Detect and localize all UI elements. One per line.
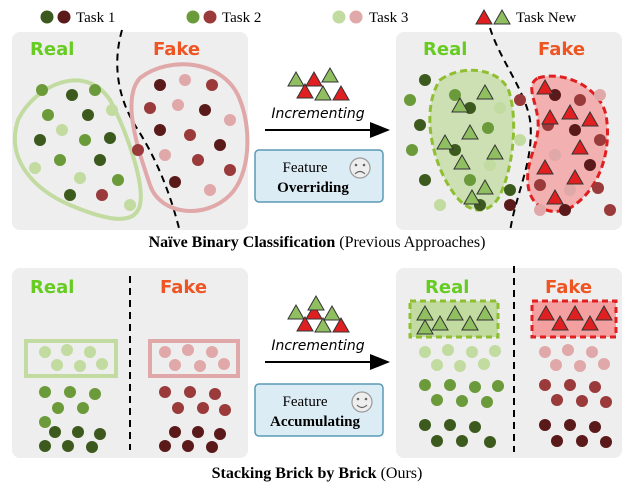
bottom-right-real-dots [419, 344, 504, 448]
top-right-new-real-triangles [436, 83, 504, 205]
legend: Task 1 Task 2 Task 3 Task New [40, 8, 576, 26]
bottom-feature-line2: Accumulating [270, 414, 361, 430]
legend-task1-real-dot [40, 10, 54, 24]
top-right-decision-boundary [489, 27, 532, 233]
bottom-right-new-fake-triangles [537, 304, 613, 331]
bottom-right-new-real-triangles [416, 304, 494, 335]
top-right-fake-label: Fake [538, 39, 585, 60]
top-right-real-region [428, 68, 516, 212]
legend-task2-fake-dot [203, 10, 217, 24]
bottom-left-fake-dots [159, 344, 231, 453]
legend-task1-fake-dot [57, 10, 71, 24]
legend-task3-real-dot [332, 10, 346, 24]
top-right-fake-region [526, 74, 609, 213]
legend-task2-label: Task 2 [222, 10, 261, 26]
top-left-real-contour [12, 78, 143, 221]
top-left-dots [29, 74, 236, 211]
smile-face-icon [351, 391, 373, 413]
bottom-caption-rest: (Ours) [377, 465, 423, 482]
bottom-left-fake-box [148, 339, 240, 378]
top-right-fake-dots [534, 89, 616, 216]
top-left-real-label: Real [30, 39, 74, 60]
sad-face-icon [349, 157, 371, 179]
legend-task3-label: Task 3 [369, 10, 408, 26]
top-increment: Incrementing [265, 66, 390, 138]
top-caption-bold: Naïve Binary Classification [149, 234, 336, 251]
top-right-new-fake-triangles [536, 78, 599, 205]
legend-new-real-triangle [493, 8, 511, 25]
top-feature-box: Feature Overriding [254, 149, 384, 203]
top-left-fake-label: Fake [153, 39, 200, 60]
top-left-decision-boundary [116, 29, 181, 233]
bottom-left-fake-label: Fake [160, 277, 207, 298]
top-feature-line2: Overriding [277, 180, 349, 196]
bottom-left-real-dots [39, 344, 108, 453]
bottom-caption: Stacking Brick by Brick (Ours) [212, 465, 423, 482]
legend-task2-real-dot [186, 10, 200, 24]
top-right-panel: Real Fake [396, 27, 622, 233]
bottom-left-real-box [24, 339, 118, 378]
top-feature-line1: Feature [283, 160, 328, 176]
bottom-arrow-label: Incrementing [271, 338, 364, 354]
bottom-right-fake-dots [539, 344, 612, 448]
legend-task-new-label: Task New [516, 10, 576, 26]
bottom-left-real-label: Real [30, 277, 74, 298]
top-caption-rest: (Previous Approaches) [335, 234, 485, 251]
legend-task3-fake-dot [349, 10, 363, 24]
bottom-left-panel: Real Fake [12, 268, 248, 458]
top-left-panel: Real Fake [12, 29, 250, 233]
bottom-feature-line1: Feature [283, 394, 328, 410]
bottom-increment: Incrementing [265, 294, 390, 370]
top-right-real-label: Real [423, 39, 467, 60]
bottom-feature-box: Feature Accumulating [254, 383, 384, 437]
legend-task1-label: Task 1 [76, 10, 115, 26]
legend-new-fake-triangle [475, 8, 493, 25]
top-caption: Naïve Binary Classification (Previous Ap… [149, 234, 486, 251]
top-arrow-label: Incrementing [271, 106, 364, 122]
bottom-right-panel: Real Fake [396, 266, 622, 458]
bottom-right-real-label: Real [425, 277, 469, 298]
bottom-caption-bold: Stacking Brick by Brick [212, 465, 377, 482]
bottom-right-fake-label: Fake [545, 277, 592, 298]
